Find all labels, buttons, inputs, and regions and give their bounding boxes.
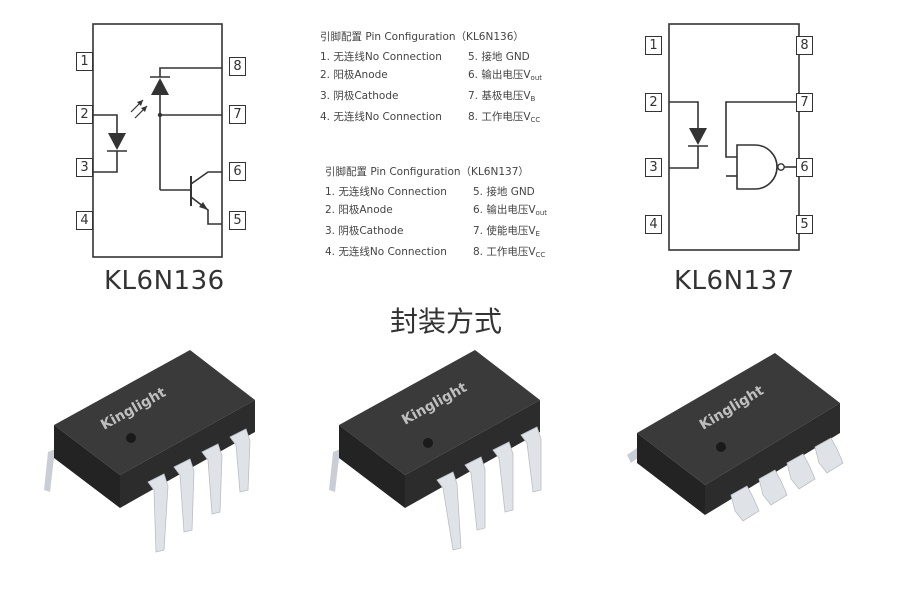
kl6n137-circuit-diagram [668, 23, 800, 251]
pin-config-kl6n136: 引脚配置 Pin Configuration（KL6N136） 1. 无连线No… [320, 29, 558, 127]
pin-config-item: 2. 阳极Anode [325, 204, 393, 216]
pin-config-item: 8. 工作电压VCC [468, 111, 541, 124]
pin-1-label: 1 [645, 36, 662, 55]
pin-config-item: 1. 无连线No Connection [325, 186, 447, 198]
kl6n136-name: KL6N136 [104, 266, 225, 296]
pin-6-label: 6 [229, 162, 246, 181]
pin-5-label: 5 [796, 215, 813, 234]
pin-config-item: 4. 无连线No Connection [320, 111, 442, 123]
pin-config-item: 6. 输出电压Vout [468, 69, 543, 82]
pin-4-label: 4 [645, 215, 662, 234]
pin-config-item: 3. 阴极Cathode [325, 225, 404, 237]
pin-config-title: 引脚配置 Pin Configuration（KL6N137） [325, 166, 529, 178]
pin-3-label: 3 [645, 158, 662, 177]
pin-config-item: 5. 接地 GND [473, 186, 535, 198]
pin-config-title: 引脚配置 Pin Configuration（KL6N136） [320, 31, 524, 43]
pin-3-label: 3 [76, 158, 93, 177]
pin-config-item: 5. 接地 GND [468, 51, 530, 63]
pin-config-item: 1. 无连线No Connection [320, 51, 442, 63]
pin-8-label: 8 [796, 36, 813, 55]
pin-7-label: 7 [796, 93, 813, 112]
pin-config-item: 4. 无连线No Connection [325, 246, 447, 258]
smd-package-image: Kinglight [627, 353, 844, 522]
pin-6-label: 6 [796, 158, 813, 177]
dip-package-image: Kinglight [44, 350, 255, 553]
pin-config-item: 7. 基极电压VB [468, 90, 536, 103]
kl6n137-name: KL6N137 [674, 266, 795, 296]
pin-config-item: 7. 使能电压VE [473, 225, 540, 238]
kl6n136-circuit-diagram [92, 23, 223, 258]
pin-4-label: 4 [76, 211, 93, 230]
pin-config-item: 2. 阳极Anode [320, 69, 388, 81]
pin-7-label: 7 [229, 105, 246, 124]
dip-package-image: Kinglight [329, 350, 542, 551]
pin-2-label: 2 [645, 93, 662, 112]
pin-2-label: 2 [76, 105, 93, 124]
pin-5-label: 5 [229, 211, 246, 230]
pin-8-label: 8 [229, 57, 246, 76]
pin-config-kl6n137: 引脚配置 Pin Configuration（KL6N137） 1. 无连线No… [325, 164, 563, 262]
pin-config-item: 8. 工作电压VCC [473, 246, 546, 259]
pin-config-item: 6. 输出电压Vout [473, 204, 548, 217]
pin-1-label: 1 [76, 52, 93, 71]
pin-config-item: 3. 阴极Cathode [320, 90, 399, 102]
package-title: 封装方式 [390, 305, 503, 338]
